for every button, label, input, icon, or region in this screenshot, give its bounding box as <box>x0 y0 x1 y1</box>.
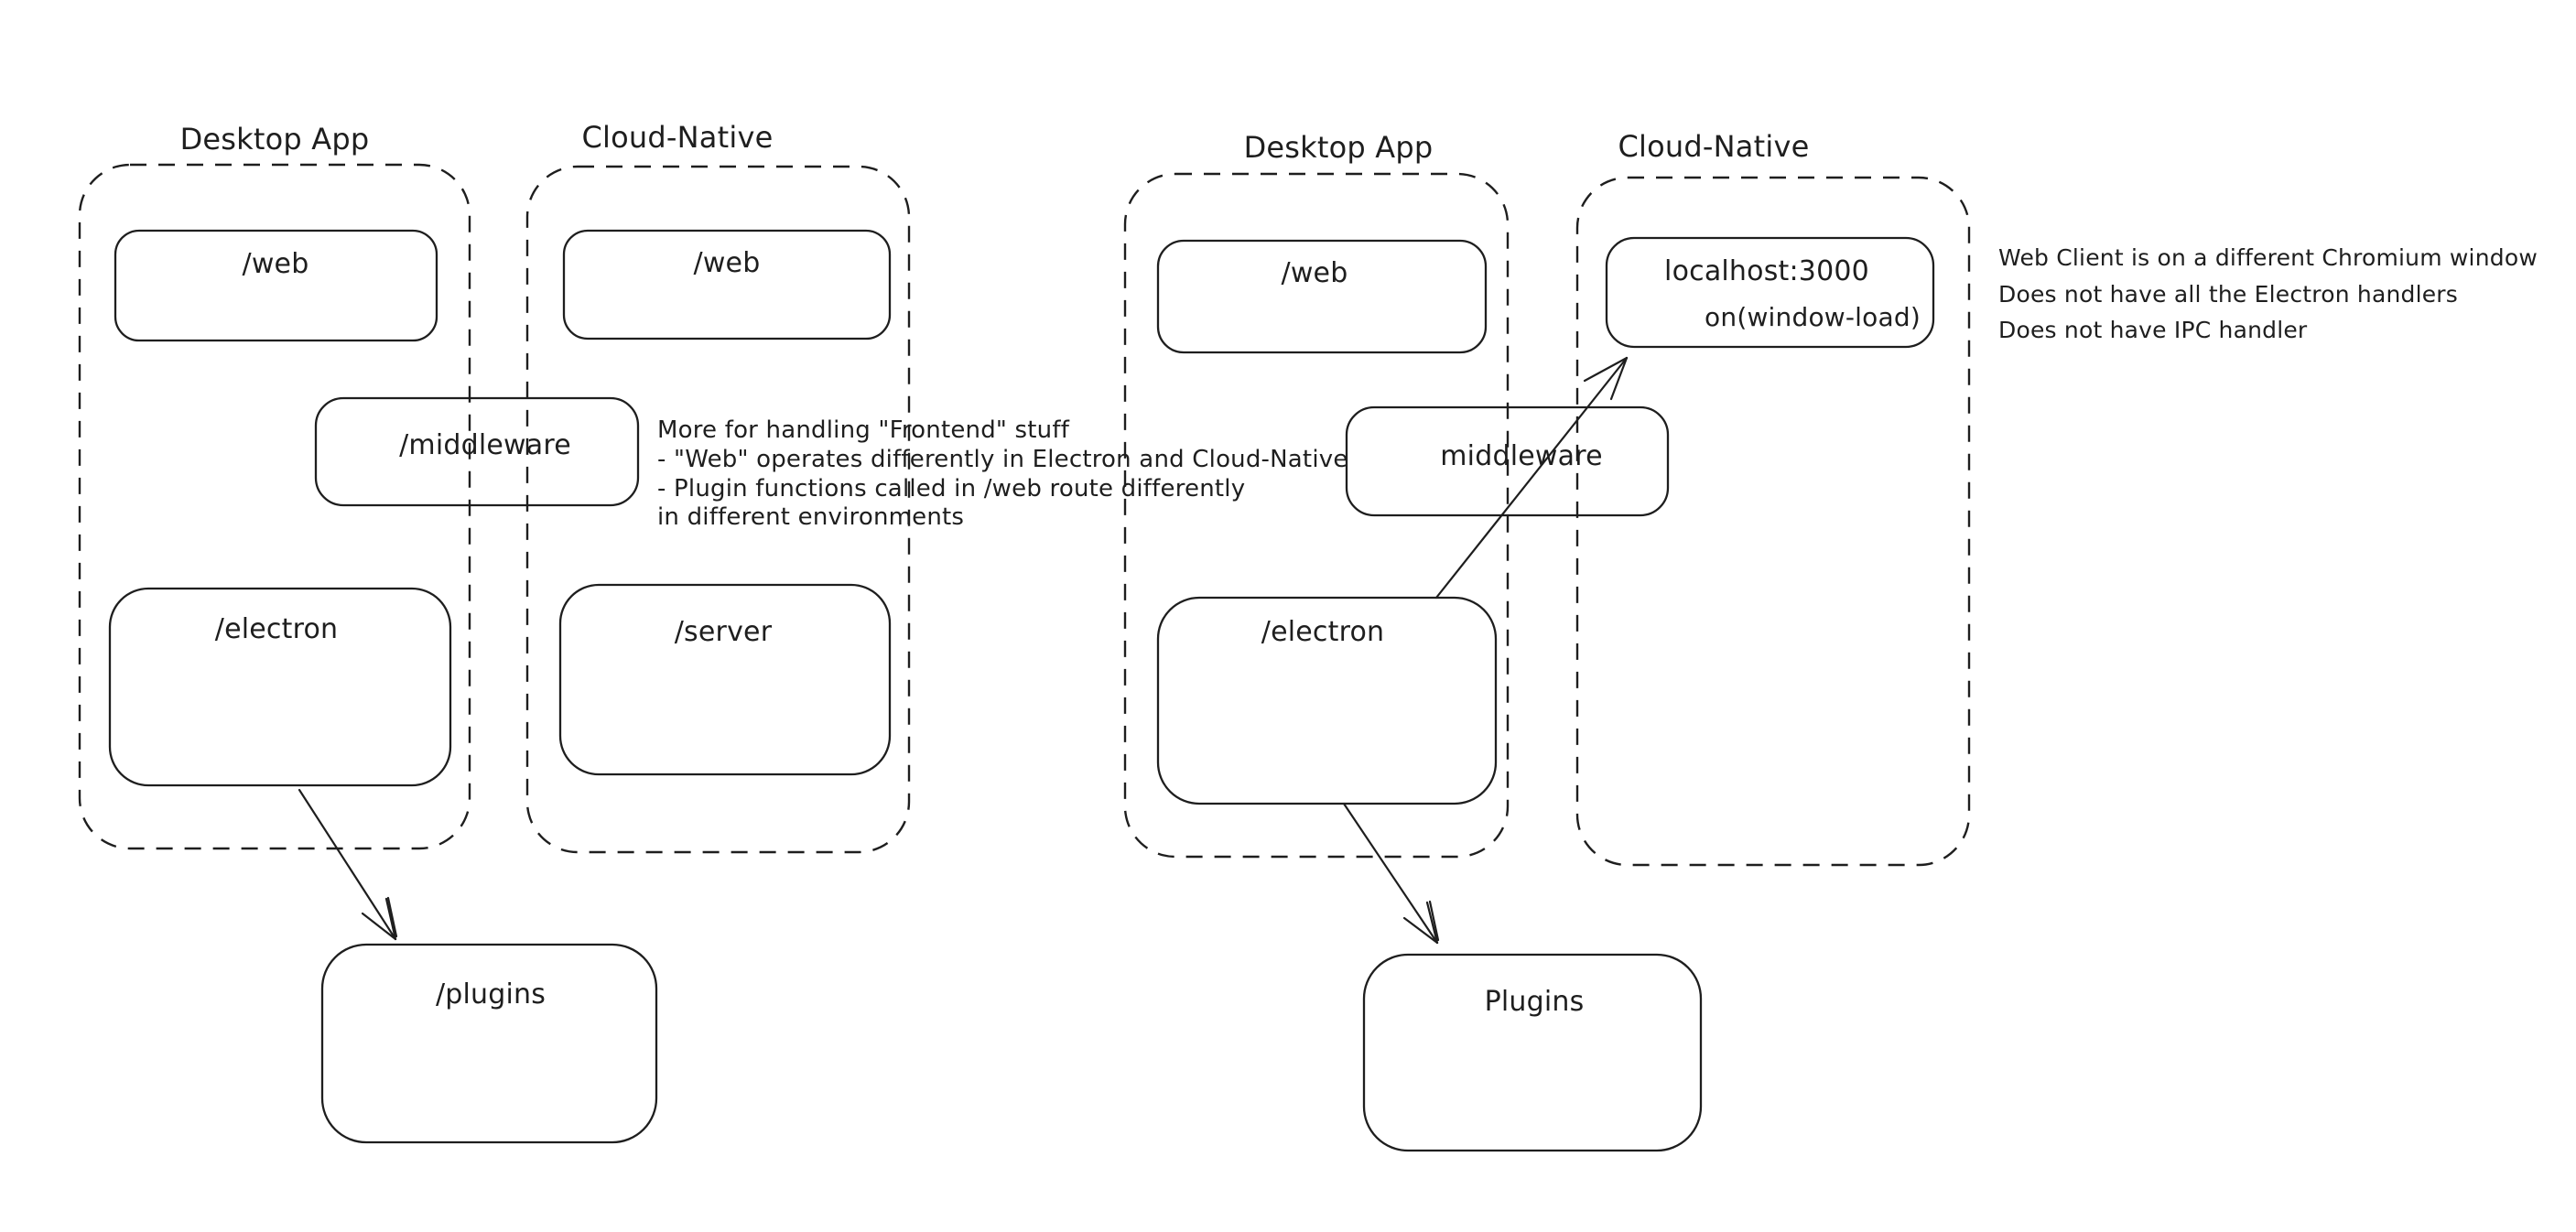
green-note-line-4: in different environments <box>657 503 964 531</box>
right-arrow-electron-to-localhost <box>1434 356 1629 600</box>
red-note-line-2: Does not have all the Electron handlers <box>1998 281 2458 308</box>
left-web-desktop-label: /web <box>243 248 309 280</box>
green-note-line-2: - "Web" operates differently in Electron… <box>657 446 1348 473</box>
right-electron-box <box>1156 596 1498 805</box>
right-plugins-box <box>1362 953 1703 1152</box>
left-electron-label: /electron <box>215 613 338 645</box>
green-note: More for handling "Frontend" stuff - "We… <box>657 416 1348 531</box>
left-cloud-container <box>525 165 911 854</box>
right-plugins-label: Plugins <box>1485 986 1585 1018</box>
left-web-cloud-label: /web <box>694 247 761 279</box>
left-server-label: /server <box>675 616 773 648</box>
right-middleware-label: middleware <box>1440 440 1603 472</box>
red-note-line-3: Does not have IPC handler <box>1998 317 2308 343</box>
left-web-cloud-box <box>562 229 892 340</box>
right-middleware-box <box>1345 405 1670 517</box>
left-web-desktop-box <box>114 229 438 342</box>
green-note-line-3: - Plugin functions called in /web route … <box>657 475 1245 503</box>
right-desktop-group-title: Desktop App <box>1244 130 1434 165</box>
right-electron-label: /electron <box>1261 616 1384 648</box>
left-middleware-box <box>314 396 640 507</box>
left-plugins-label: /plugins <box>436 978 546 1010</box>
right-web-desktop-box <box>1156 239 1488 354</box>
left-electron-box <box>108 587 452 787</box>
left-desktop-container <box>78 163 471 850</box>
red-note-line-1: Web Client is on a different Chromium wi… <box>1998 244 2538 271</box>
right-arrow-electron-to-plugins <box>1342 802 1440 945</box>
left-middleware-label: /middleware <box>399 429 571 461</box>
right-window-load-label: on(window-load) <box>1705 302 1921 332</box>
red-note: Web Client is on a different Chromium wi… <box>1998 244 2538 343</box>
left-plugins-box <box>320 943 658 1144</box>
right-cloud-group-title: Cloud-Native <box>1618 129 1810 164</box>
right-cloud-container <box>1575 176 1971 867</box>
right-localhost-label: localhost:3000 <box>1664 255 1869 287</box>
left-desktop-group-title: Desktop App <box>180 122 370 157</box>
left-server-box <box>558 583 892 776</box>
right-web-desktop-label: /web <box>1282 257 1348 289</box>
left-cloud-group-title: Cloud-Native <box>582 120 774 155</box>
right-localhost-box <box>1605 236 1935 349</box>
left-arrow-electron-to-plugins <box>298 788 398 941</box>
green-note-line-1: More for handling "Frontend" stuff <box>657 416 1070 444</box>
